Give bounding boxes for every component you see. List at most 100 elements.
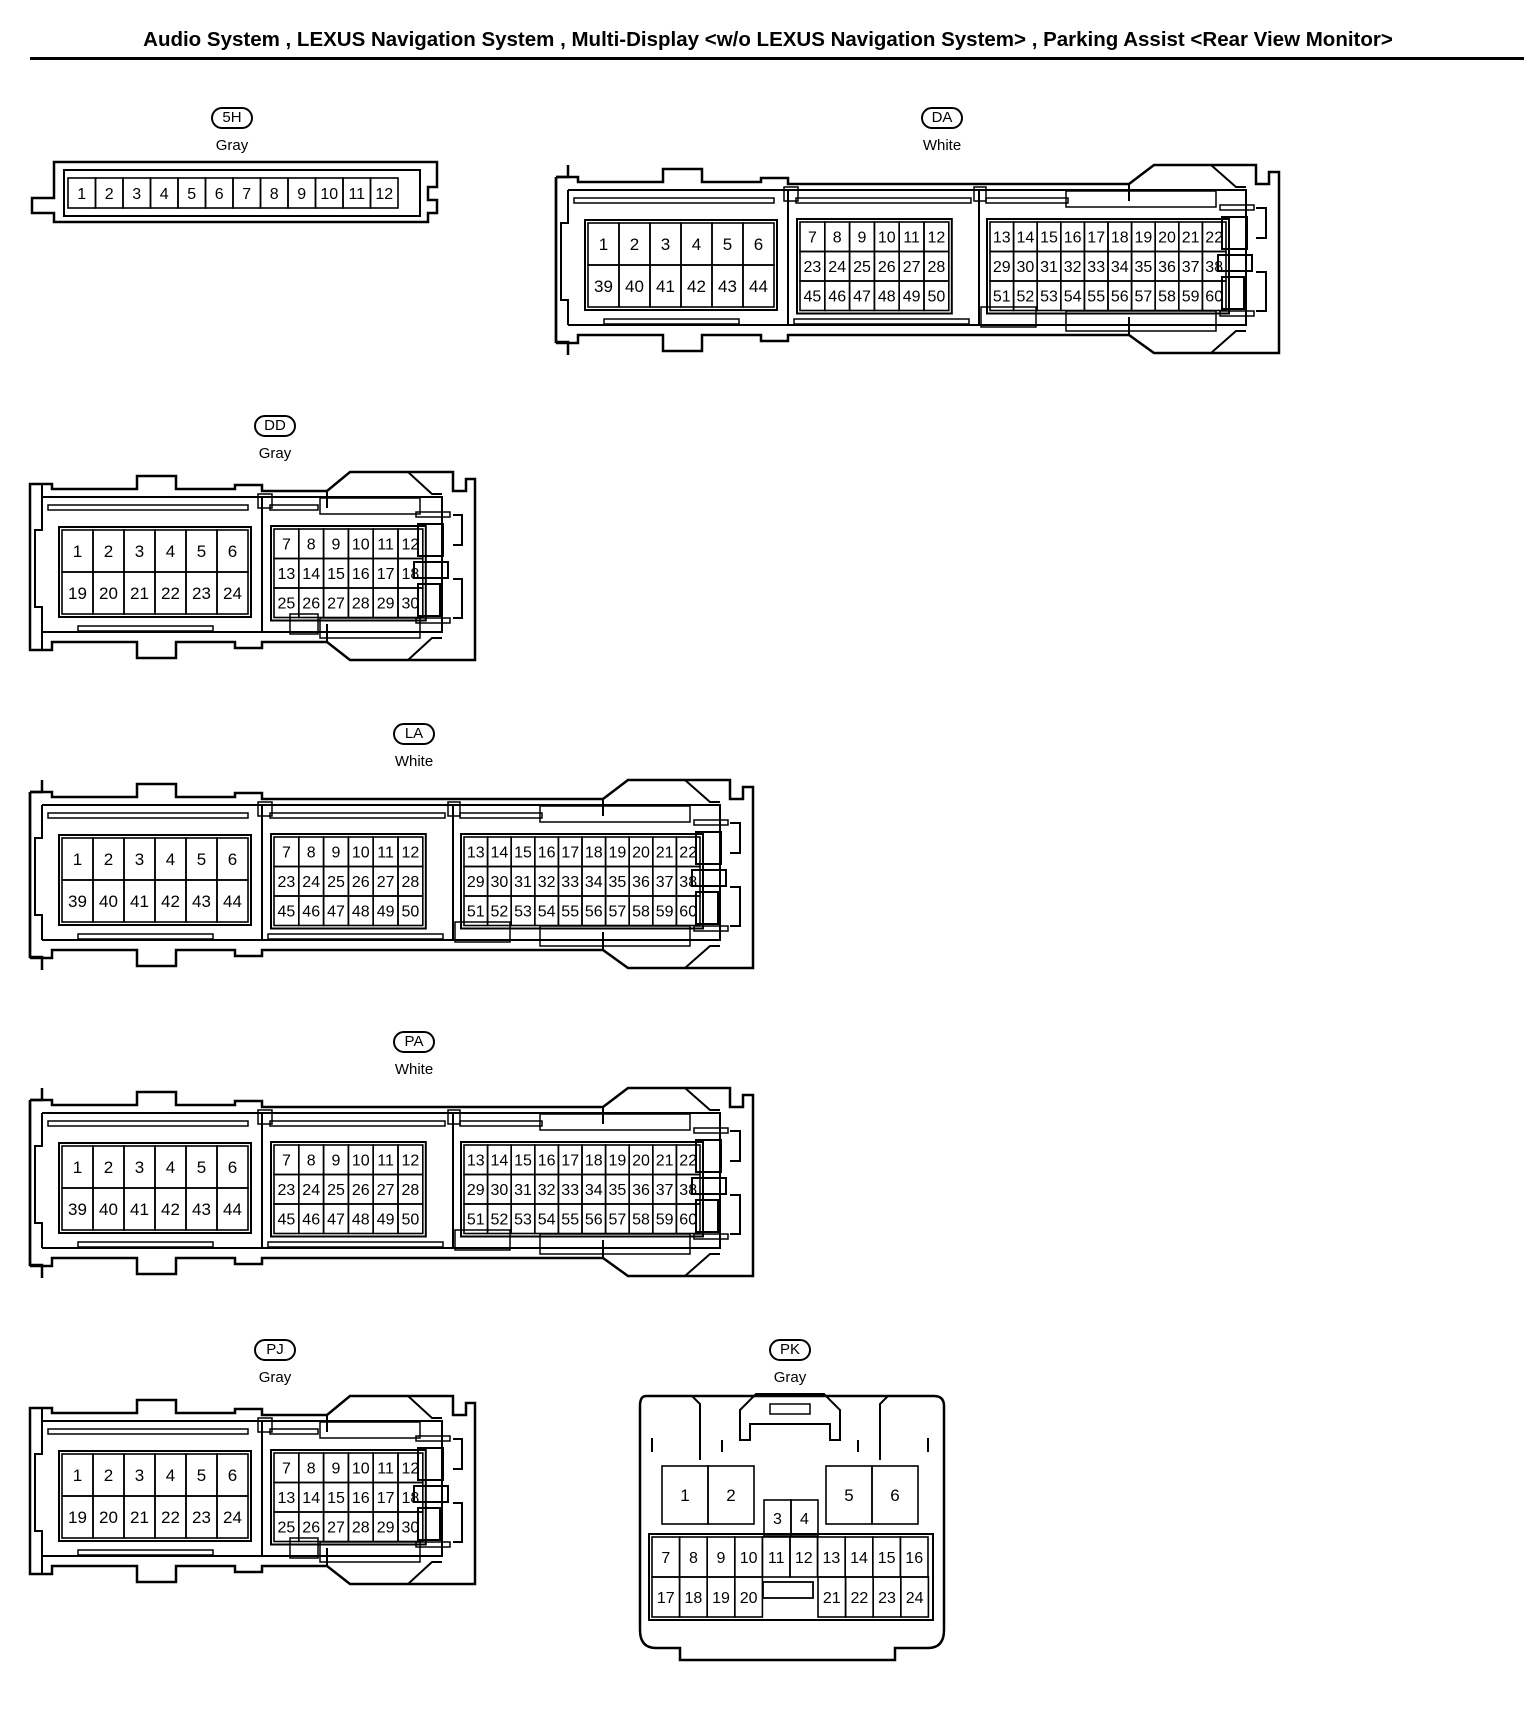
pin-number: 15 — [514, 1153, 532, 1170]
pin-number: 22 — [679, 1153, 697, 1170]
housing-inner-wall — [568, 189, 789, 326]
pin-number: 52 — [491, 904, 509, 921]
pin-number: 41 — [130, 1200, 149, 1219]
pin-number: 23 — [278, 1182, 296, 1199]
pin-number: 1 — [73, 850, 82, 869]
pin-number: 3 — [135, 850, 144, 869]
pin-number: 9 — [332, 1461, 341, 1478]
pin-number: 10 — [320, 186, 338, 203]
latch-slot — [695, 1139, 722, 1173]
pin-cavity — [923, 280, 950, 312]
pin-number: 40 — [625, 277, 644, 296]
pin-cavity — [1201, 280, 1227, 312]
latch-slot — [1221, 216, 1248, 250]
pin-number: 43 — [192, 892, 211, 911]
pin-number: 16 — [1064, 230, 1082, 247]
pin-number: 15 — [878, 1550, 896, 1567]
pin-number: 7 — [661, 1550, 670, 1567]
housing-post — [447, 801, 461, 817]
pin-number: 30 — [491, 1182, 509, 1199]
guide-rail — [454, 921, 511, 943]
housing-inner-wall — [262, 1112, 454, 1249]
pin-number: 3 — [135, 1158, 144, 1177]
housing-inner-wall — [63, 169, 421, 217]
guide-rail — [539, 805, 691, 823]
guide-rail — [980, 306, 1037, 328]
pin-number: 22 — [161, 584, 180, 603]
pin-number: 14 — [1017, 230, 1035, 247]
pin-number: 8 — [833, 230, 842, 247]
pin-number: 29 — [467, 874, 485, 891]
pin-number: 32 — [538, 1182, 556, 1199]
pin-number: 26 — [302, 1520, 320, 1537]
pin-number: 5 — [197, 1158, 206, 1177]
pin-number: 11 — [377, 1461, 394, 1478]
center-key — [762, 1581, 814, 1599]
guide-rail — [693, 1127, 729, 1134]
pin-number: 23 — [192, 1508, 211, 1527]
pin-number: 9 — [858, 230, 867, 247]
pin-number: 12 — [402, 1153, 420, 1170]
pin-number: 8 — [307, 1153, 316, 1170]
pin-number: 17 — [1087, 230, 1105, 247]
guide-rail — [77, 933, 214, 940]
pin-number: 19 — [68, 584, 87, 603]
pin-number: 21 — [1182, 230, 1200, 247]
pin-block-frame — [986, 218, 1230, 315]
pin-number: 25 — [278, 1520, 296, 1537]
connector-color-label: Gray — [258, 445, 292, 462]
lock-ramp — [684, 779, 720, 969]
pin-number: 26 — [352, 1182, 370, 1199]
latch-slot — [417, 1507, 441, 1541]
pin-number: 20 — [99, 584, 118, 603]
pin-number: 24 — [223, 1508, 242, 1527]
pin-number: 13 — [823, 1550, 841, 1567]
guide-rail — [573, 197, 775, 204]
pin-number: 8 — [307, 537, 316, 554]
housing-inner-wall — [453, 1112, 721, 1249]
pin-number: 42 — [161, 892, 180, 911]
lock-ramp — [407, 471, 442, 661]
pin-number: 30 — [491, 874, 509, 891]
pin-number: 53 — [1040, 289, 1058, 306]
pin-number: 24 — [828, 259, 846, 276]
connector-code-badge: LA — [393, 723, 435, 745]
pin-number: 34 — [585, 874, 603, 891]
pin-number: 21 — [130, 1508, 149, 1527]
connector-code-badge: DD — [254, 415, 296, 437]
guide-rail — [77, 1241, 214, 1248]
pin-number: 16 — [352, 1490, 370, 1507]
pin-number: 14 — [302, 1490, 320, 1507]
pin-number: 29 — [377, 1520, 395, 1537]
pin-number: 2 — [104, 1466, 113, 1485]
housing-detail — [651, 1438, 929, 1452]
pin-number: 3 — [661, 235, 670, 254]
pin-number: 19 — [609, 845, 627, 862]
pin-number: 2 — [104, 542, 113, 561]
pin-number: 8 — [689, 1550, 698, 1567]
connector-color-label: Gray — [773, 1369, 807, 1386]
latch-slot — [417, 1447, 444, 1481]
pin-number: 18 — [1111, 230, 1129, 247]
latch-edge — [453, 514, 463, 619]
latch-edge — [1256, 207, 1267, 312]
pin-number: 12 — [928, 230, 946, 247]
pin-number: 5 — [197, 850, 206, 869]
lock-ramp — [407, 1395, 442, 1585]
housing-post — [257, 1417, 273, 1433]
pin-number: 33 — [561, 874, 579, 891]
connector-code-badge: PA — [393, 1031, 435, 1053]
pin-number: 24 — [223, 584, 242, 603]
pin-block-frame — [584, 219, 778, 311]
pin-number: 51 — [993, 289, 1011, 306]
guide-rail — [47, 504, 249, 511]
pin-cavity — [707, 1465, 755, 1525]
pin-number: 53 — [514, 904, 532, 921]
latch-slot — [413, 1485, 449, 1503]
pin-number: 1 — [680, 1486, 689, 1505]
pin-cavity — [871, 1465, 919, 1525]
pin-number: 36 — [632, 1182, 650, 1199]
pin-number: 21 — [656, 845, 674, 862]
pin-number: 24 — [906, 1590, 924, 1607]
pin-block-frame — [460, 1141, 704, 1238]
